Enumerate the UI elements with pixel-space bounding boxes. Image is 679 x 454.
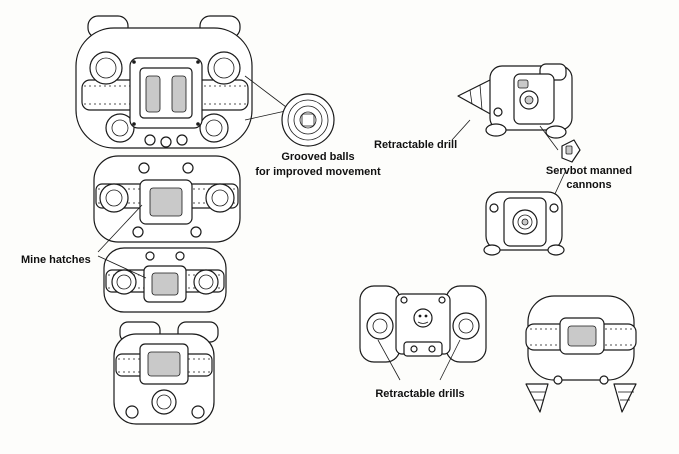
servbot-cannon	[561, 139, 581, 163]
grooved-balls-label-line1: Grooved balls	[281, 151, 354, 163]
twin-drill-vehicle	[359, 285, 487, 363]
body-segment-4	[113, 321, 219, 425]
grooved-ball	[281, 93, 335, 147]
segmented-vehicle	[75, 15, 291, 425]
mine-hatches-label: Mine hatches	[21, 254, 91, 266]
drill-vehicle-mid	[483, 191, 565, 256]
grooved-balls-label-line2: for improved movement	[255, 166, 381, 178]
retractable-drills-label: Retractable drills	[375, 388, 464, 400]
body-segment-3	[103, 247, 227, 313]
body-segment-2	[93, 155, 241, 243]
drill-vehicle-top	[457, 63, 573, 139]
servbot-label-line2: cannons	[566, 179, 611, 191]
servbot-label-line1: Servbot manned	[546, 165, 632, 177]
mole-vehicle-front	[525, 295, 637, 413]
retractable-drill-label: Retractable drill	[374, 139, 457, 151]
head-segment	[75, 15, 253, 149]
